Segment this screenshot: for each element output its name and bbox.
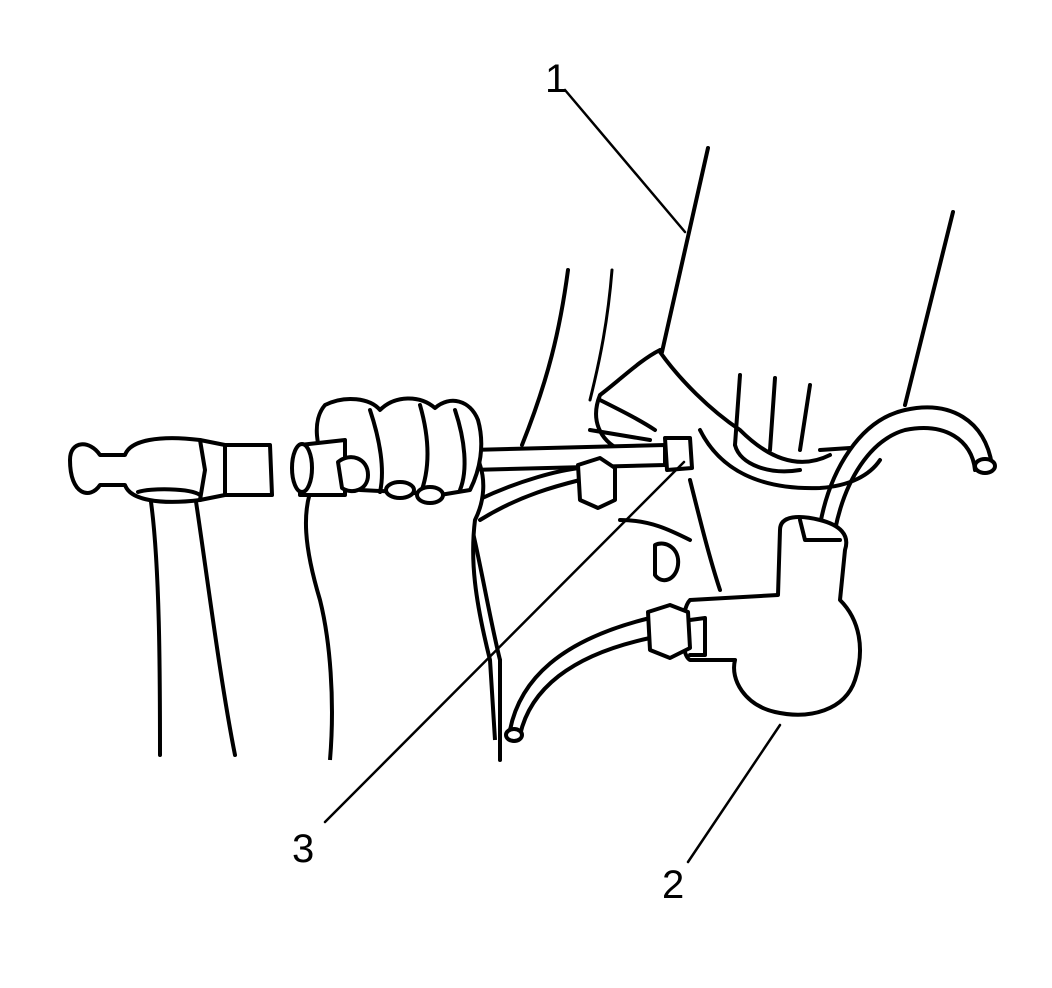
callout-3: 3 — [292, 827, 314, 871]
leader-2 — [686, 723, 782, 864]
lower-brake-line — [504, 541, 707, 743]
bleeder-bottle-icon — [680, 405, 997, 717]
leader-3 — [323, 460, 686, 824]
callout-2: 2 — [662, 863, 684, 907]
callout-1: 1 — [545, 57, 567, 101]
leader-1 — [563, 88, 687, 234]
frame-lines — [468, 146, 955, 762]
leader-lines — [323, 88, 782, 864]
punch-tool-icon — [468, 436, 694, 522]
hand-icon — [290, 396, 497, 761]
hammer-icon — [68, 436, 274, 757]
